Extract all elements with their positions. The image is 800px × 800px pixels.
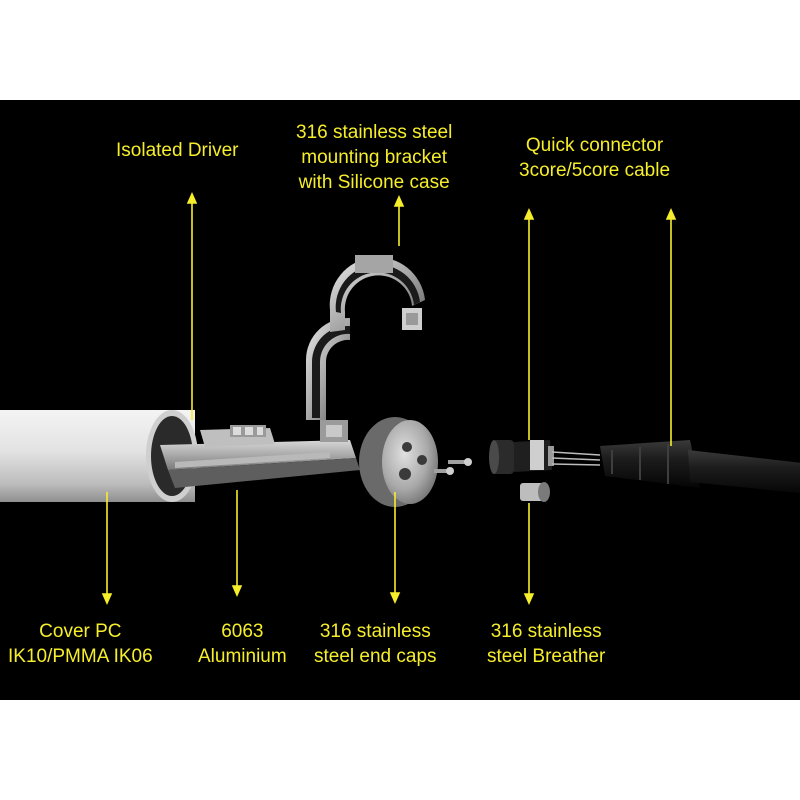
label-aluminium: 6063 Aluminium xyxy=(198,621,287,667)
arrow-cable xyxy=(665,208,677,446)
label-mounting-bracket: 316 stainless steel mounting bracket wit… xyxy=(296,122,453,193)
label-end-caps: 316 stainless steel end caps xyxy=(314,621,437,667)
arrow-isolated-driver xyxy=(186,192,198,420)
label-isolated-driver: Isolated Driver xyxy=(116,140,239,161)
arrow-cover xyxy=(101,492,113,605)
end-cap xyxy=(359,417,438,507)
cable xyxy=(600,440,800,493)
arrow-aluminium xyxy=(231,490,243,597)
arrow-quick-connector xyxy=(523,208,535,440)
breather xyxy=(520,482,550,502)
callout-arrows xyxy=(101,192,677,605)
quick-connector xyxy=(489,440,601,474)
isolated-driver xyxy=(200,425,275,447)
mounting-bracket xyxy=(305,255,425,442)
screws xyxy=(434,458,472,475)
aluminium-profile xyxy=(160,440,360,488)
arrow-breather xyxy=(523,503,535,605)
label-cover: Cover PC IK10/PMMA IK06 xyxy=(8,621,153,667)
label-breather: 316 stainless steel Breather xyxy=(487,621,606,667)
arrow-mounting-bracket xyxy=(393,195,405,246)
label-quick-connector: Quick connector 3core/5core cable xyxy=(519,135,671,181)
arrow-end-caps xyxy=(389,492,401,604)
